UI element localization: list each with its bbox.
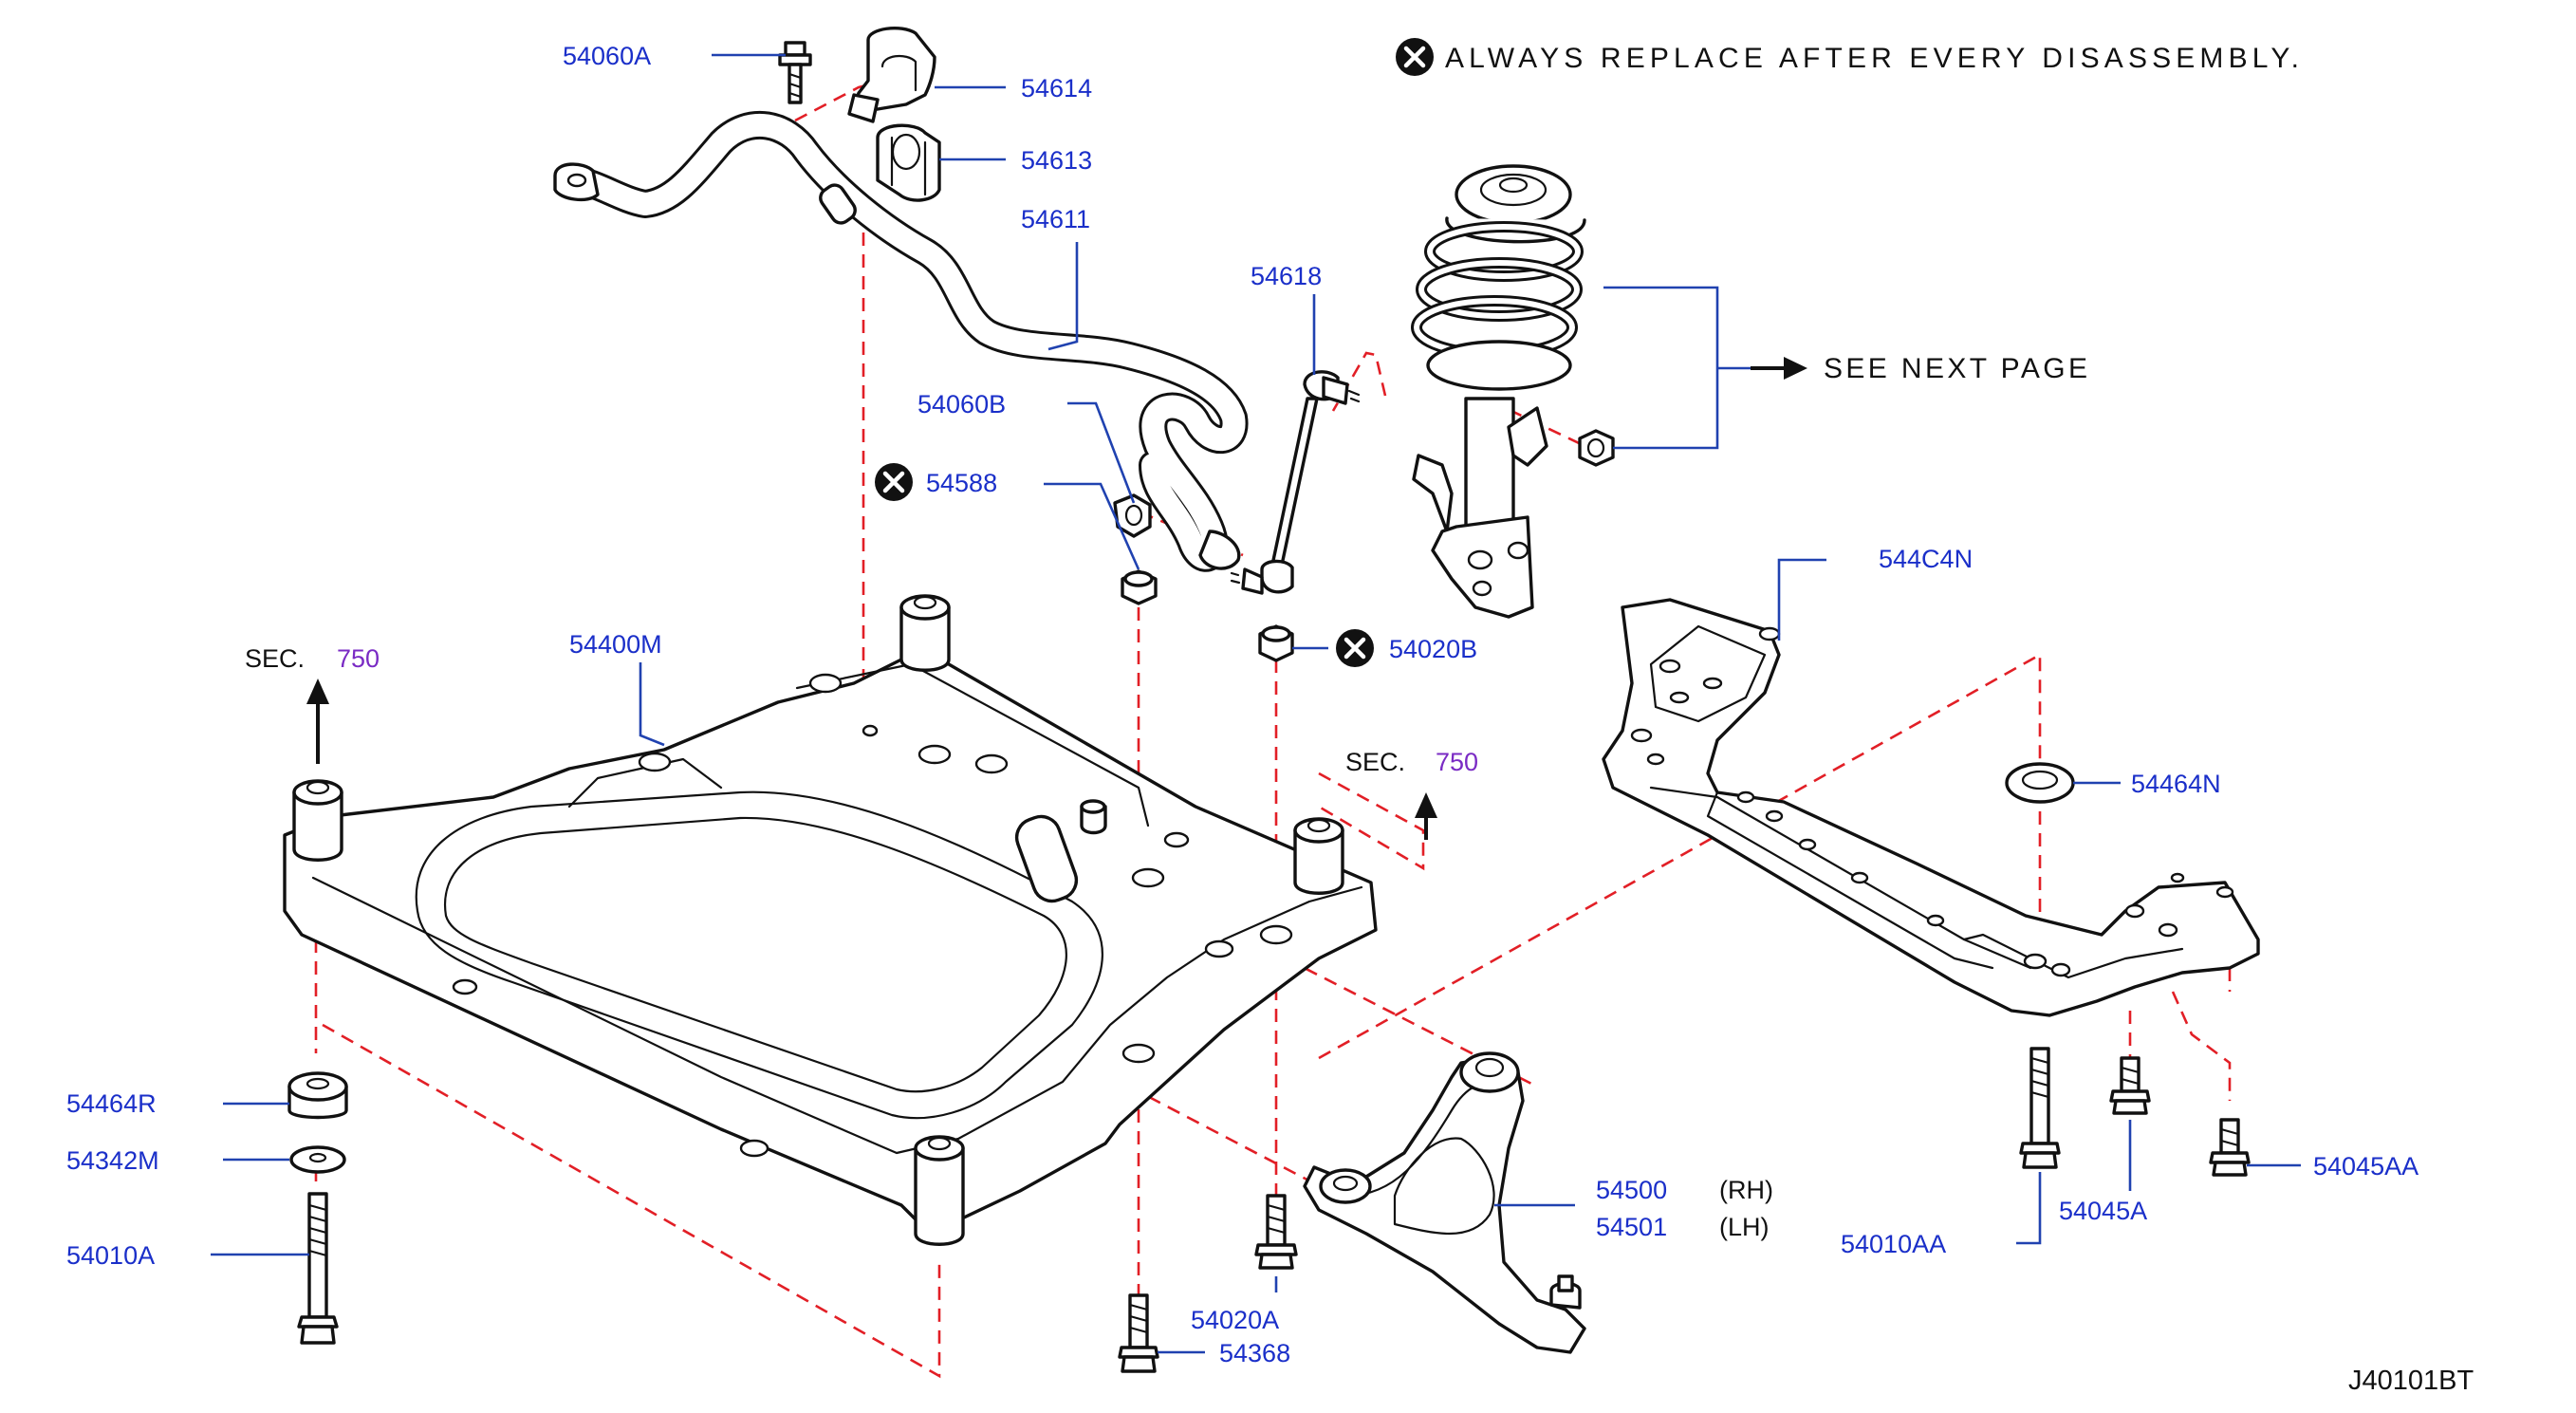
- part-number-54020B[interactable]: 54020B: [1389, 635, 1477, 663]
- circled-x-icon: [1396, 38, 1434, 76]
- sec-arrow-up-left-icon: [306, 679, 329, 764]
- transverse-link[interactable]: [1303, 1051, 1586, 1354]
- front-suspension-member[interactable]: [283, 594, 1378, 1246]
- part-number-544C4N[interactable]: 544C4N: [1879, 545, 1973, 573]
- circled-x-icon: [875, 463, 913, 501]
- part-number-54010A[interactable]: 54010A: [66, 1241, 155, 1270]
- part-number-54611[interactable]: 54611: [1021, 205, 1090, 233]
- bushing-54464R-icon: [287, 1071, 348, 1120]
- subframe-bushing-rear-right: [1293, 817, 1344, 895]
- part-number-54464R[interactable]: 54464R: [66, 1089, 157, 1118]
- nut-54020B-icon: [1258, 624, 1294, 662]
- washer-54342M-icon: [289, 1145, 346, 1174]
- part-number-54500[interactable]: 54500: [1596, 1176, 1667, 1204]
- subframe-bushing-rear-left: [899, 594, 951, 672]
- notice-text: ALWAYS REPLACE AFTER EVERY DISASSEMBLY.: [1445, 43, 2299, 74]
- diagram-id: J40101BT: [2348, 1366, 2474, 1396]
- circled-x-icon: [1336, 629, 1374, 667]
- bolt-54045A-icon: [2109, 1056, 2151, 1115]
- part-number-54400M[interactable]: 54400M: [569, 630, 662, 659]
- stabilizer-link[interactable]: [1230, 370, 1361, 595]
- nut-54588-icon: [1121, 569, 1158, 605]
- bolt-54010AA-icon: [2019, 1047, 2061, 1169]
- part-number-54501[interactable]: 54501: [1596, 1213, 1667, 1241]
- sec-number-link[interactable]: 750: [1436, 748, 1478, 776]
- sec-label: SEC.: [1345, 748, 1405, 776]
- side-label-rh: (RH): [1719, 1176, 1773, 1204]
- bolt-54060A-icon: [778, 41, 812, 104]
- bolt-54010A-icon: [297, 1192, 339, 1345]
- see-next-page-arrow-icon: [1751, 357, 1807, 380]
- see-next-page-text: SEE NEXT PAGE: [1824, 353, 2087, 384]
- part-number-54613[interactable]: 54613: [1021, 146, 1092, 175]
- strut-nut-icon: [1578, 429, 1615, 467]
- sec-arrow-up-right-icon: [1415, 792, 1437, 840]
- subframe-bushing-front-right: [914, 1135, 965, 1246]
- part-number-54588[interactable]: 54588: [926, 469, 997, 497]
- side-label-lh: (LH): [1719, 1213, 1770, 1241]
- part-number-54060B[interactable]: 54060B: [917, 390, 1006, 418]
- washer-54464N-icon: [2005, 762, 2075, 804]
- leader-lines: [211, 53, 2301, 1354]
- bolt-54020A-icon: [1254, 1194, 1298, 1270]
- stabilizer-bushing[interactable]: [876, 123, 941, 202]
- nut-54060B-icon: [1113, 493, 1152, 538]
- stabilizer-bar[interactable]: [553, 111, 1249, 572]
- sec-number-link[interactable]: 750: [337, 644, 380, 673]
- part-number-54464N[interactable]: 54464N: [2131, 770, 2221, 798]
- subframe-bushing-front-left: [292, 779, 343, 862]
- part-number-54045AA[interactable]: 54045AA: [2313, 1152, 2418, 1181]
- part-number-54020A[interactable]: 54020A: [1191, 1306, 1279, 1334]
- bolt-54368-icon: [1118, 1293, 1159, 1373]
- part-number-54342M[interactable]: 54342M: [66, 1146, 159, 1175]
- part-number-54614[interactable]: 54614: [1021, 74, 1092, 102]
- sec-label: SEC.: [245, 644, 305, 673]
- part-number-54045A[interactable]: 54045A: [2059, 1197, 2147, 1225]
- part-number-54618[interactable]: 54618: [1251, 262, 1322, 290]
- strut-assembly[interactable]: [1411, 164, 1586, 619]
- part-number-54010AA[interactable]: 54010AA: [1841, 1230, 1946, 1258]
- part-number-54060A[interactable]: 54060A: [563, 42, 651, 70]
- rear-member-reinforcement[interactable]: [1602, 598, 2260, 1017]
- part-number-54368[interactable]: 54368: [1219, 1339, 1290, 1367]
- stabilizer-clamp[interactable]: [847, 27, 936, 123]
- bolt-54045AA-icon: [2209, 1118, 2251, 1177]
